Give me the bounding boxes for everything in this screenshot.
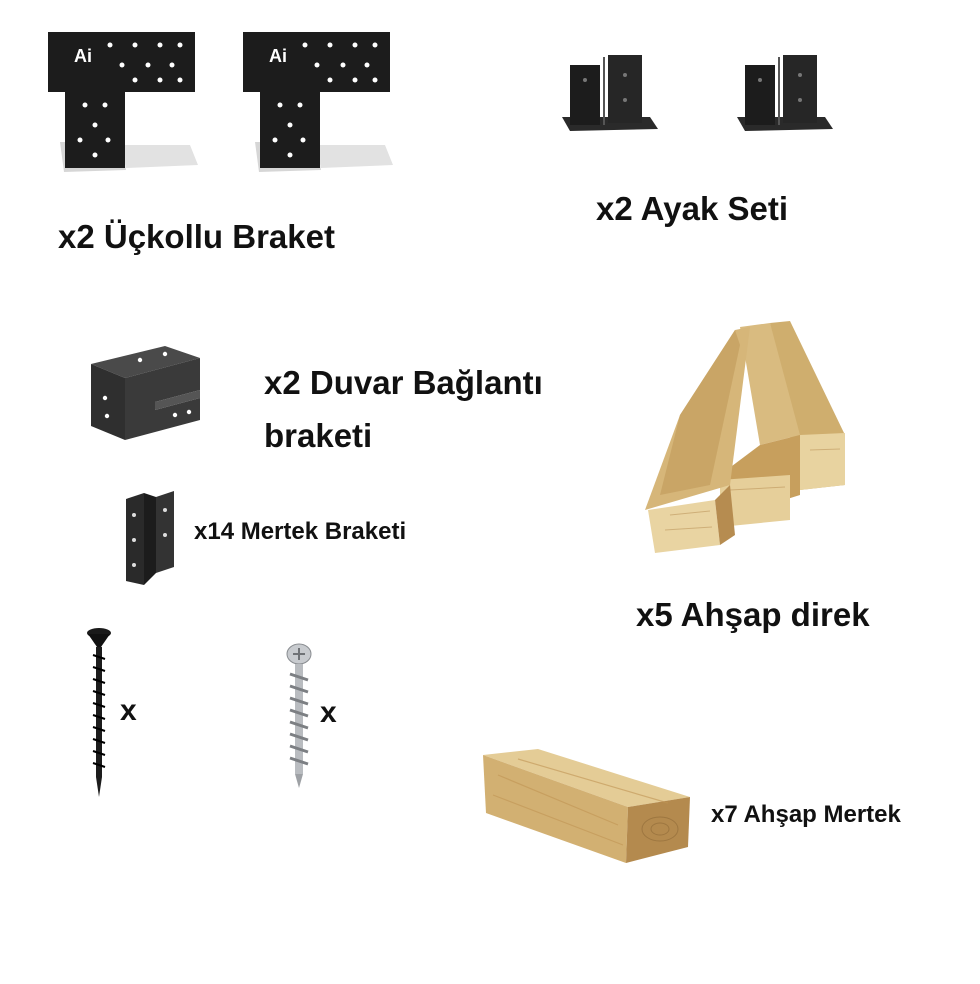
wall-bracket-icon — [91, 346, 200, 440]
post-base-icon — [562, 55, 833, 131]
rafter-bracket-label: x14 Mertek Braketi — [194, 518, 407, 545]
wood-rafter-label: x7 Ahşap Mertek — [711, 801, 901, 828]
black-screw-icon — [87, 628, 111, 797]
three-arm-bracket-icon: Ai Ai — [48, 32, 393, 172]
bracket-logo: Ai — [269, 46, 287, 66]
corner-bracket-label: x2 Üçkollu Braket — [58, 218, 335, 255]
rafter-bracket-icon — [126, 491, 174, 585]
wooden-rafter-icon — [483, 749, 690, 863]
wall-bracket-label-line1: x2 Duvar Bağlantı — [264, 364, 543, 401]
silver-screw-label: x — [320, 696, 337, 729]
bracket-logo: Ai — [74, 46, 92, 66]
wood-post-label: x5 Ahşap direk — [636, 596, 870, 633]
wooden-post-icon — [645, 321, 845, 553]
post-base-label: x2 Ayak Seti — [596, 190, 789, 227]
wall-bracket-label-line2: braketi — [264, 417, 373, 454]
silver-screw-icon — [286, 643, 312, 788]
black-screw-label: x — [120, 694, 137, 727]
